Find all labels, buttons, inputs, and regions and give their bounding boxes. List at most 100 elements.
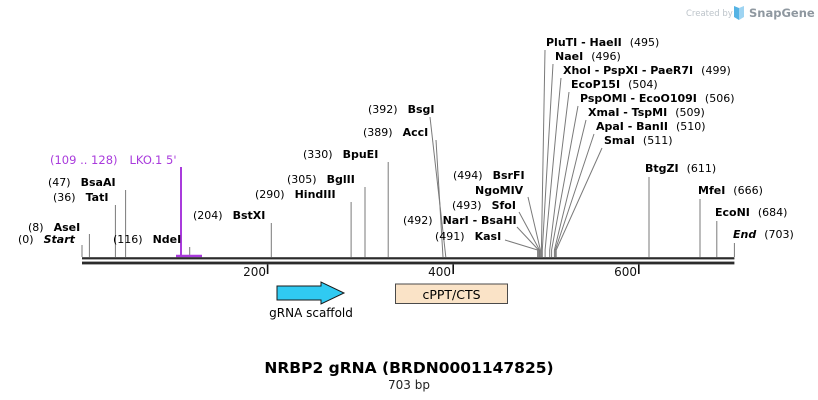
site-label-btgzi[interactable]: BtgZI (611) [645, 162, 716, 175]
site-label-bstxi[interactable]: (204) BstXI [193, 209, 265, 222]
site-pos: (495) [629, 36, 660, 49]
leader-lines [81, 49, 735, 258]
site-label-pspomi-ecoo109i[interactable]: PspOMI - EcoO109I (506) [580, 92, 735, 105]
snapgene-logo-text: SnapGene [749, 6, 815, 20]
site-name: NaeI [555, 50, 584, 63]
site-label-pluti-haeii[interactable]: PluTI - HaeII (495) [546, 36, 659, 49]
site-label-mfei[interactable]: MfeI (666) [698, 184, 763, 197]
site-label-hindiii[interactable]: (290) HindIII [255, 188, 336, 201]
site-pos: (290) [255, 188, 285, 201]
site-name: PspOMI - EcoO109I [580, 92, 697, 105]
site-pos: (492) [403, 214, 433, 227]
site-label-tati[interactable]: (36) TatI [53, 191, 108, 204]
site-name: HindIII [294, 188, 336, 201]
site-pos: (611) [686, 162, 717, 175]
logo-right-panel [739, 6, 744, 20]
site-name: NdeI [152, 233, 182, 246]
site-name: BtgZI [645, 162, 679, 175]
leader-line-sfoi [518, 211, 540, 257]
site-pos: (509) [675, 106, 705, 119]
leader-line-ecop15i [549, 91, 570, 257]
leader-line-kasi [504, 239, 539, 257]
site-pos: (511) [642, 134, 673, 147]
site-label-apai-banii[interactable]: ApaI - BanII (510) [596, 120, 706, 133]
site-label-naei[interactable]: NaeI (496) [555, 50, 621, 63]
site-name: BpuEI [342, 148, 379, 161]
cppt-cts-label: cPPT/CTS [422, 287, 481, 302]
site-label-bsaai[interactable]: (47) BsaAI [48, 176, 116, 189]
site-pos: (510) [675, 120, 706, 133]
site-pos: (666) [733, 184, 763, 197]
leader-line-bsrfi-ngomiv [527, 196, 541, 257]
leader-line-xmai [553, 119, 587, 257]
leader-line-smai [555, 147, 603, 257]
site-name: PluTI - HaeII [546, 36, 622, 49]
site-label-acci[interactable]: (389) AccI [363, 126, 428, 139]
site-label-end[interactable]: End (703) [733, 228, 794, 241]
site-pos: (494) [453, 169, 483, 182]
site-label-xhoi-pspxi-paer7i[interactable]: XhoI - PspXI - PaeR7I (499) [563, 64, 731, 77]
site-name: End [733, 228, 757, 241]
site-pos: (389) [363, 126, 393, 139]
leader-line-pluti-haeii [540, 49, 546, 257]
site-name: MfeI [698, 184, 726, 197]
site-name: EcoNI [715, 206, 750, 219]
site-pos: (0) [18, 233, 34, 246]
site-name: EcoP15I [571, 78, 621, 91]
site-pos: (392) [368, 103, 398, 116]
site-label-asei[interactable]: (8) AseI [28, 221, 80, 234]
site-label-ndei[interactable]: (116) NdeI [113, 233, 181, 246]
ruler-bottom-line [82, 261, 735, 265]
site-pos: (8) [28, 221, 44, 234]
site-name: SmaI [604, 134, 635, 147]
site-name: XmaI - TspMI [588, 106, 668, 119]
map-title: NRBP2 gRNA (BRDN0001147825) [264, 359, 554, 377]
site-label-smai[interactable]: SmaI (511) [604, 134, 673, 147]
site-name: ApaI - BanII [596, 120, 668, 133]
site-label-xmai-tspmi[interactable]: XmaI - TspMI (509) [588, 106, 705, 119]
site-pos: (36) [53, 191, 76, 204]
site-name: BsgI [407, 103, 435, 116]
site-label-ecop15i[interactable]: EcoP15I (504) [571, 78, 658, 91]
site-pos: (493) [452, 199, 482, 212]
site-name: NarI - BsaHI [442, 214, 517, 227]
primer-label-lko1-5prime[interactable]: (109 .. 128) LKO.1 5' [50, 153, 177, 167]
site-name: AseI [53, 221, 81, 234]
site-label-bsrfi[interactable]: (494) BsrFI [453, 169, 525, 182]
site-label-sfoi[interactable]: (493) SfoI [452, 199, 516, 212]
primer-name: LKO.1 5' [129, 153, 177, 167]
site-name: NgoMIV [475, 184, 524, 197]
site-label-econi[interactable]: EcoNI (684) [715, 206, 787, 219]
site-pos: (496) [591, 50, 621, 63]
site-pos: (330) [303, 148, 333, 161]
site-label-kasi[interactable]: (491) KasI [435, 230, 501, 243]
site-name: BglII [326, 173, 355, 186]
site-label-bsgi[interactable]: (392) BsgI [368, 103, 435, 116]
site-name: BsaAI [80, 176, 116, 189]
site-label-bglii[interactable]: (305) BglII [287, 173, 355, 186]
primer-glyph[interactable] [176, 167, 202, 258]
site-pos: (684) [757, 206, 788, 219]
site-name: TatI [85, 191, 109, 204]
cppt-cts-box[interactable] [395, 283, 508, 304]
site-label-ngomiv[interactable]: NgoMIV [475, 184, 523, 197]
site-name: Start [43, 233, 75, 246]
site-label-bpuei[interactable]: (330) BpuEI [303, 148, 378, 161]
site-pos: (499) [701, 64, 731, 77]
map-length: 703 bp [388, 378, 430, 392]
site-name: XhoI - PspXI - PaeR7I [563, 64, 694, 77]
leader-line-naei [541, 63, 554, 257]
site-label-nari-bsahi[interactable]: (492) NarI - BsaHI [403, 214, 517, 227]
site-pos: (506) [704, 92, 735, 105]
ruler-label-600: 600 [614, 265, 637, 279]
grna-scaffold-arrow[interactable] [276, 281, 346, 305]
sequence-ruler [82, 257, 735, 274]
site-pos: (204) [193, 209, 223, 222]
site-label-start[interactable]: (0) Start [18, 233, 75, 246]
site-pos: (47) [48, 176, 71, 189]
site-pos: (703) [764, 228, 794, 241]
site-name: BstXI [232, 209, 266, 222]
grna-scaffold-label: gRNA scaffold [269, 306, 353, 320]
site-name: SfoI [491, 199, 516, 212]
